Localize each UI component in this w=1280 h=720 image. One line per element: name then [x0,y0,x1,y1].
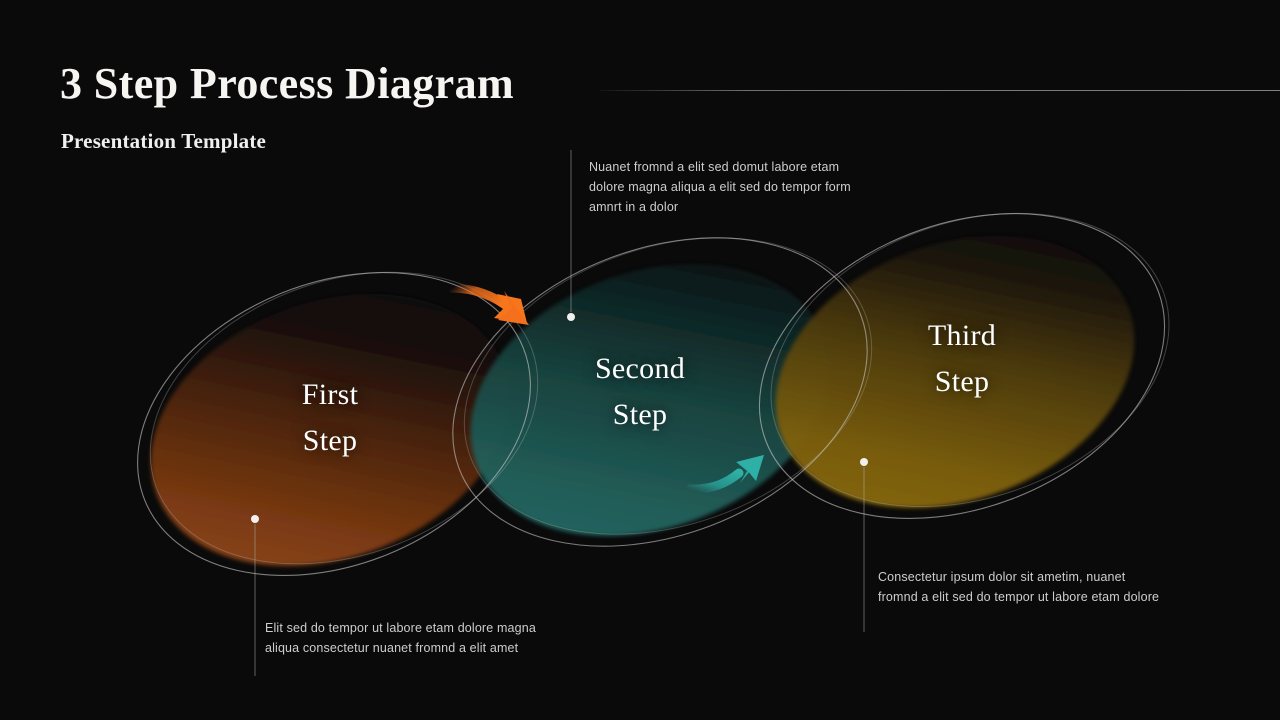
ellipse-outline-group [137,212,1170,576]
callout-text-second: Nuanet fromnd a elit sed domut labore et… [589,160,851,214]
step-outline-third-a [758,213,1166,519]
step-outline-first-a [137,272,531,576]
step-outline-second-b [463,237,873,535]
connector-dot-second [567,313,575,321]
ellipse-fill-group [150,236,1135,566]
page-subtitle: Presentation Template [61,129,267,153]
step-outline-third-b [770,212,1170,508]
connector-group [251,150,868,676]
arrow-first-to-second-head-fill [498,291,529,325]
step-ellipse-second-fill [470,264,830,536]
callout-text-third: Consectetur ipsum dolor sit ametim, nuan… [878,570,1160,604]
step-ellipse-third-fill [775,236,1135,508]
callout-text-first: Elit sed do tempor ut labore etam dolore… [265,621,536,655]
page-title: 3 Step Process Diagram [60,59,515,108]
arrow-second-to-third [685,455,764,494]
arrow-second-to-third-head-2 [737,455,764,481]
step-ellipse-first-fill [150,294,510,566]
connector-dot-third [860,458,868,466]
arrow-second-to-third-tail [685,468,744,494]
step-outline-second-a [452,237,868,547]
header-divider [600,90,1280,91]
arrow-first-to-second [447,283,529,325]
step-outline-first-b [149,271,539,565]
connector-dot-first [251,515,259,523]
